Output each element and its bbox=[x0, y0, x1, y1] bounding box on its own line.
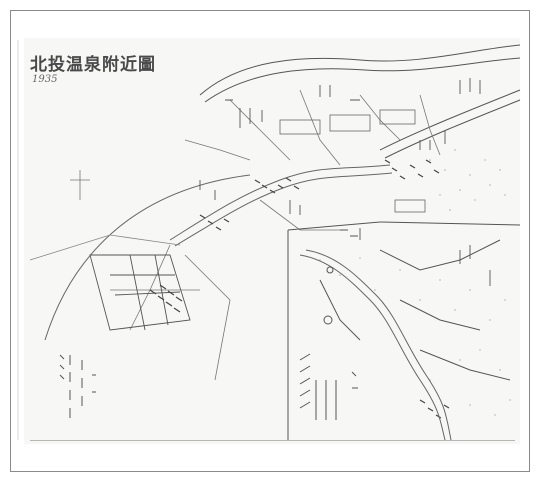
property-blocks bbox=[279, 109, 426, 213]
valley-stream bbox=[169, 164, 393, 247]
town-blocks-west bbox=[89, 254, 191, 331]
hill-shading bbox=[319, 149, 511, 416]
settlement-hatching bbox=[149, 159, 450, 419]
inset-map bbox=[287, 221, 521, 441]
river-north bbox=[199, 44, 521, 159]
railway-west bbox=[29, 234, 181, 261]
map-year: 1935 bbox=[32, 74, 58, 85]
legend bbox=[59, 353, 358, 420]
railway-curve bbox=[44, 174, 251, 341]
place-name-marks bbox=[199, 78, 491, 286]
bottom-rule bbox=[30, 440, 515, 441]
map-sheet bbox=[24, 38, 520, 444]
road-network bbox=[70, 89, 441, 381]
map-title: 北投温泉附近圖 bbox=[30, 55, 156, 75]
